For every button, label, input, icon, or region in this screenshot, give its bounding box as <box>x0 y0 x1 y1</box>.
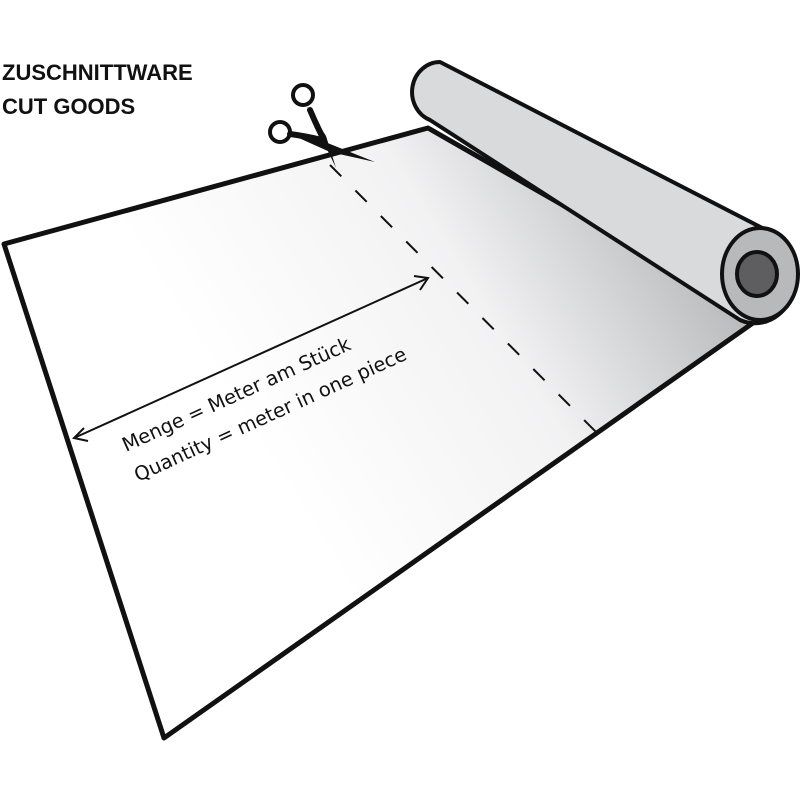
fabric-roll <box>410 60 800 326</box>
cut-line <box>329 164 607 443</box>
scissors-icon <box>268 83 375 168</box>
heading-english: CUT GOODS <box>2 94 136 119</box>
heading-german: ZUSCHNITTWARE <box>2 60 193 85</box>
double-arrow-icon <box>71 275 430 442</box>
roll-end <box>720 226 800 322</box>
